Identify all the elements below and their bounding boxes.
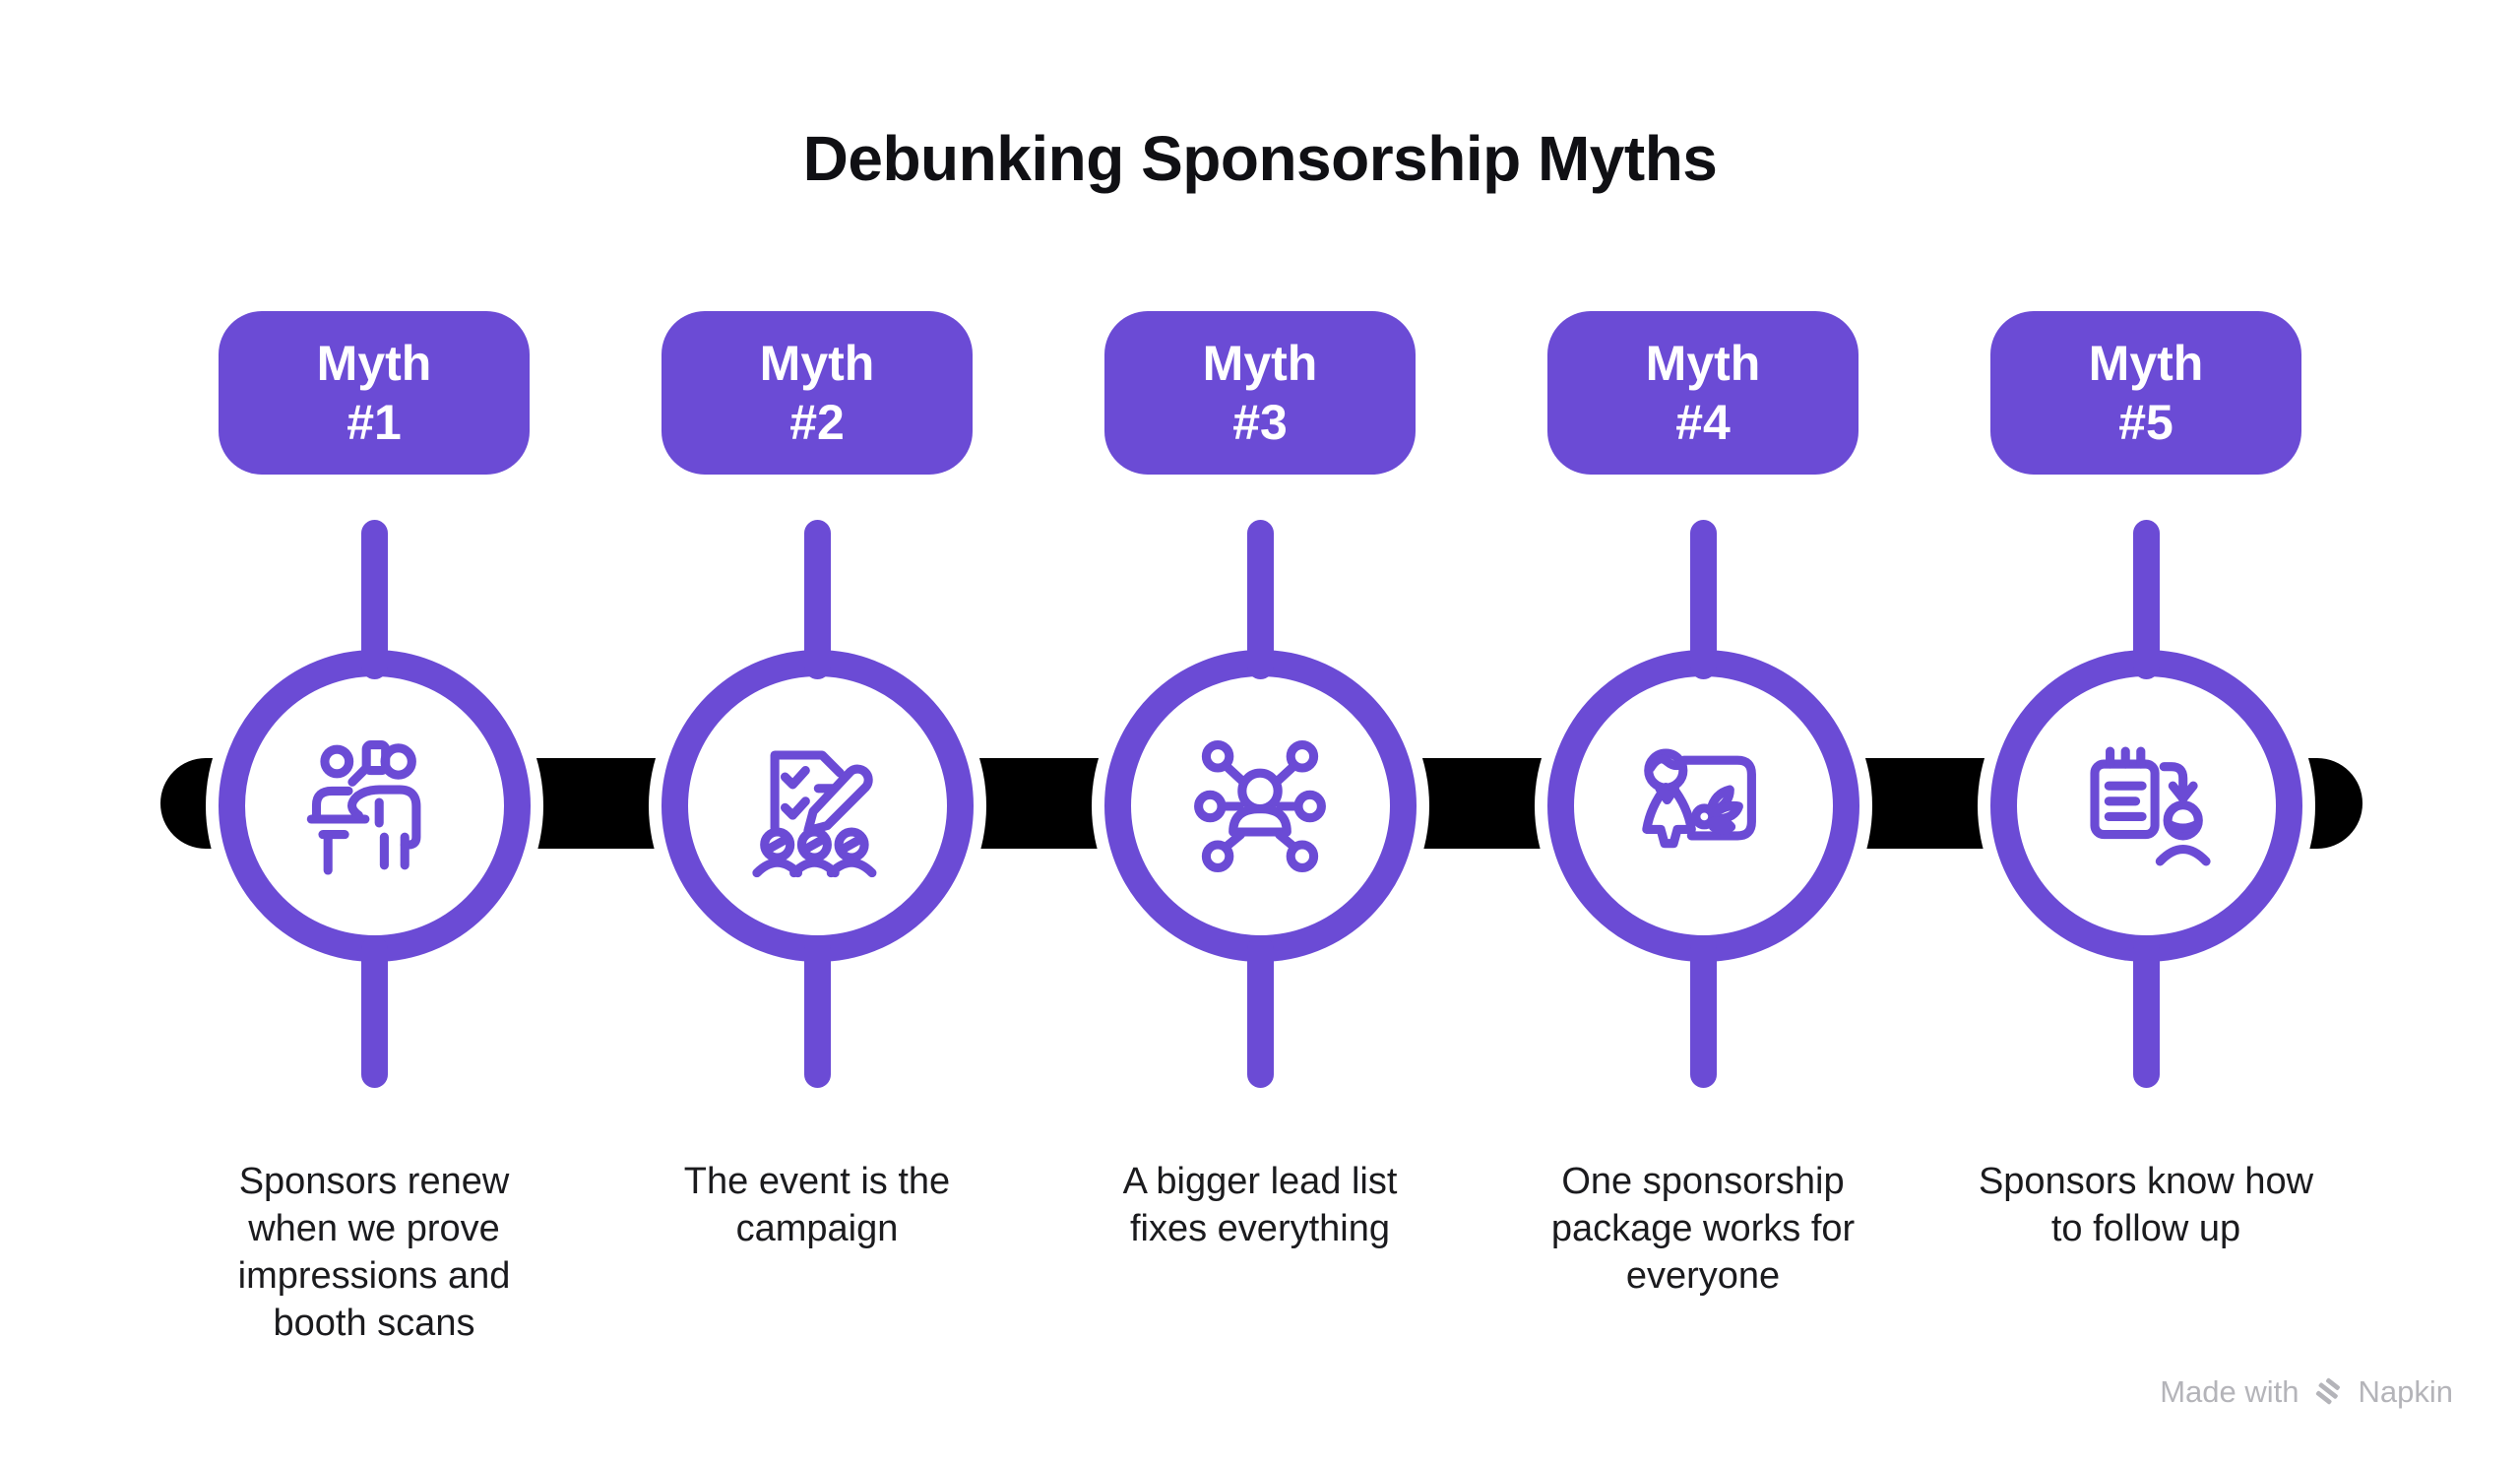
icon-circle: [218, 650, 531, 962]
package-presentation-icon: [1642, 748, 1756, 848]
connector-stem-top: [1246, 520, 1274, 679]
connector-stem-bottom: [2132, 936, 2160, 1088]
myth-badge: Myth #4: [1547, 311, 1858, 475]
myth-badge: Myth #1: [219, 311, 530, 475]
icon-circle: [1546, 650, 1859, 962]
icon-circle: [661, 650, 974, 962]
presenter-podium-icon: [306, 739, 421, 875]
icon-circle: [1103, 650, 1417, 962]
myth-description: Sponsors know how to follow up: [1978, 1161, 2314, 1249]
connector-stem-bottom: [1689, 936, 1717, 1088]
lead-network-icon: [1194, 739, 1326, 872]
myth-columns: Myth #1 Sponsors: [153, 311, 2367, 1348]
brand-label: Napkin: [2358, 1374, 2454, 1409]
myth-badge: Myth #5: [1990, 311, 2301, 475]
myth-description: Sponsors renew when we prove impressions…: [237, 1161, 511, 1344]
myth-description: The event is the campaign: [683, 1161, 951, 1249]
page-title: Debunking Sponsorship Myths: [802, 123, 1718, 194]
myth-description: One sponsorship package works for everyo…: [1550, 1161, 1856, 1297]
napkin-logo-icon: [2315, 1377, 2340, 1405]
connector-stem-bottom: [803, 936, 831, 1088]
connector-stem-top: [2132, 520, 2160, 679]
connector-stem-bottom: [360, 936, 388, 1088]
followup-notes-icon: [2090, 746, 2211, 865]
made-with-napkin-credit: Made with Napkin: [2160, 1374, 2453, 1410]
connector-stem-top: [360, 520, 388, 679]
connector-stem-top: [803, 520, 831, 679]
myth-column-5: Myth #5 Sponsors know how to follow up: [1924, 311, 2367, 1348]
myth-badge: Myth #3: [1104, 311, 1416, 475]
connector-stem-top: [1689, 520, 1717, 679]
connector-stem-bottom: [1246, 936, 1274, 1088]
myth-column-4: Myth #4 One sponsorship package works fo…: [1481, 311, 1924, 1348]
made-with-label: Made with: [2160, 1374, 2300, 1409]
myth-badge: Myth #2: [662, 311, 973, 475]
myth-column-1: Myth #1 Sponsors: [153, 311, 596, 1348]
checklist-audience-icon: [752, 749, 877, 877]
myth-column-2: Myth #2 The event is the campaign: [596, 311, 1039, 1348]
icon-circle: [1989, 650, 2302, 962]
myth-description: A bigger lead list fixes everything: [1122, 1161, 1398, 1249]
myth-column-3: Myth #3 A bigger lead list fixes everyth…: [1039, 311, 1481, 1348]
